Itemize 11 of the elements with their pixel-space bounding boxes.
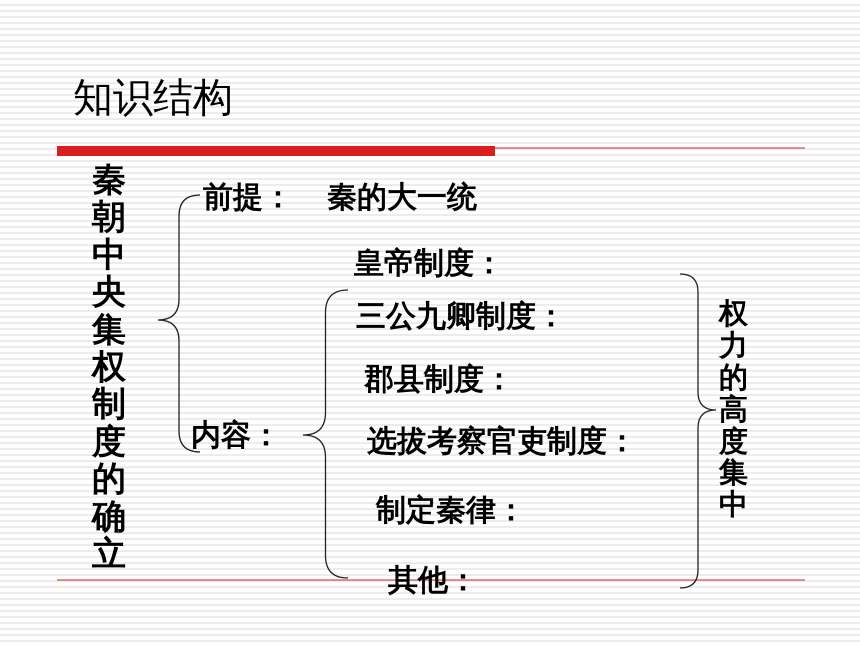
text-label: 郡县制度：	[364, 362, 514, 398]
text-label: 内容：	[191, 418, 281, 454]
text-label: 制定秦律：	[376, 493, 526, 529]
vertical-label: 权力的高度集中	[719, 298, 748, 522]
text-label: 秦的大一统	[327, 180, 477, 216]
slide-title: 知识结构	[73, 74, 233, 122]
vertical-label: 秦朝中央集权制度的确立	[92, 162, 126, 574]
text-label: 前提：	[203, 180, 293, 216]
text-label: 皇帝制度：	[354, 246, 504, 282]
text-label: 选拔考察官吏制度：	[367, 424, 637, 460]
text-label: 三公九卿制度：	[356, 299, 566, 335]
